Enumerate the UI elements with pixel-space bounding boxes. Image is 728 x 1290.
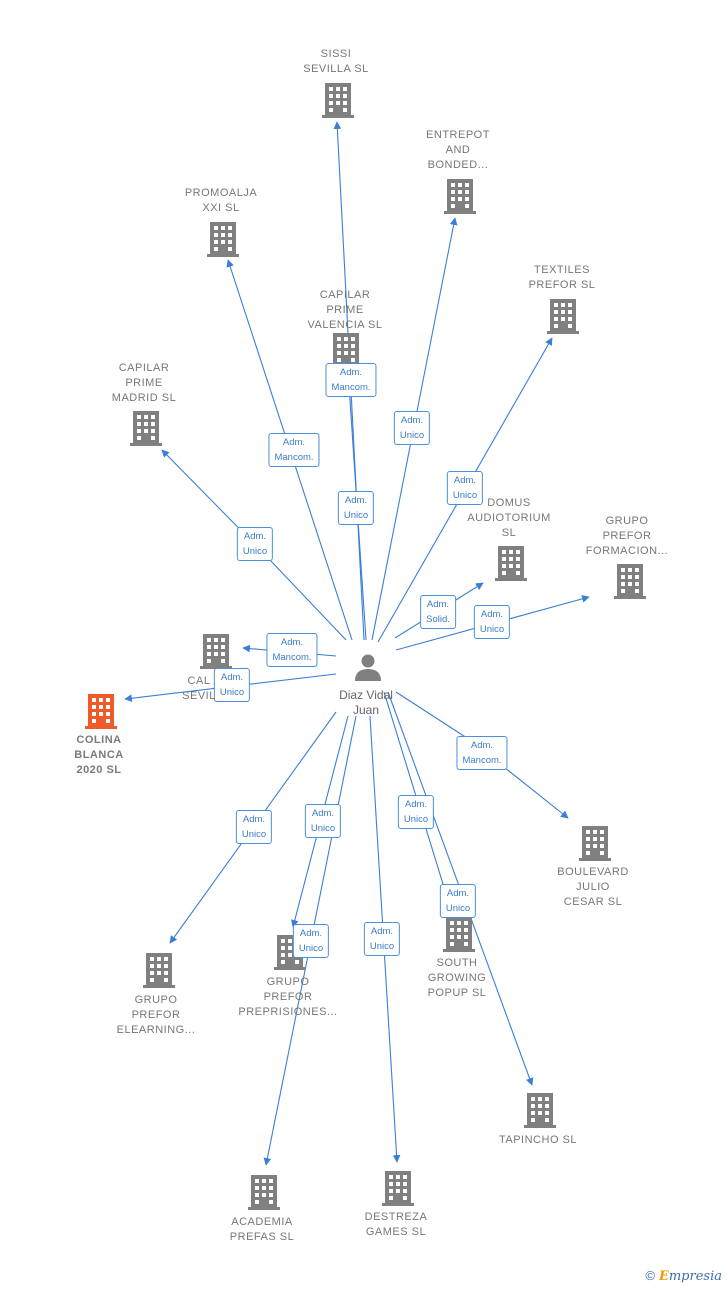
company-label-sissi[interactable]: SISSI SEVILLA SL	[303, 48, 369, 75]
building-icon[interactable]	[579, 826, 611, 861]
company-label-prefor-elearning[interactable]: GRUPO PREFOR ELEARNING...	[116, 994, 196, 1036]
edge-label-capilar-madrid[interactable]: Adm. Unico	[236, 527, 274, 561]
edge-label-prefor-preprisiones[interactable]: Adm. Unico	[304, 804, 342, 838]
company-label-academia[interactable]: ACADEMIA PREFAS SL	[229, 1216, 295, 1243]
building-icon[interactable]	[444, 179, 476, 214]
building-icon[interactable]	[382, 1171, 414, 1206]
company-label-textiles[interactable]: TEXTILES PREFOR SL	[528, 264, 596, 291]
company-label-entrepot[interactable]: ENTREPOT AND BONDED...	[426, 129, 490, 171]
building-icon[interactable]	[143, 953, 175, 988]
company-label-capilar-madrid[interactable]: CAPILAR PRIME MADRID SL	[111, 362, 177, 404]
person-label[interactable]: Diaz Vidal Juan	[339, 688, 393, 717]
copyright-symbol: ©	[645, 1268, 655, 1283]
person-icon[interactable]	[355, 654, 381, 682]
building-icon[interactable]	[130, 411, 162, 446]
edge-label-textiles[interactable]: Adm. Unico	[446, 471, 484, 505]
edge-label-domus[interactable]: Adm. Solid.	[420, 595, 456, 629]
building-icon[interactable]	[443, 917, 475, 952]
edge-label-sissi[interactable]: Adm. Unico	[337, 491, 375, 525]
edge-label-capilar-valencia[interactable]: Adm. Mancom.	[325, 363, 377, 397]
edge-label-entrepot[interactable]: Adm. Unico	[393, 411, 431, 445]
edge-label-destreza[interactable]: Adm. Unico	[363, 922, 401, 956]
company-label-domus[interactable]: DOMUS AUDIOTORIUM SL	[467, 497, 551, 539]
building-icon[interactable]	[614, 564, 646, 599]
edge-label-academia[interactable]: Adm. Unico	[292, 924, 330, 958]
company-label-capilar-valencia[interactable]: CAPILAR PRIME VALENCIA SL	[307, 289, 383, 331]
building-icon[interactable]	[248, 1175, 280, 1210]
company-label-colina[interactable]: COLINA BLANCA 2020 SL	[74, 734, 124, 776]
company-label-prefor-preprisiones[interactable]: GRUPO PREFOR PREPRISIONES...	[238, 976, 338, 1018]
company-label-destreza[interactable]: DESTREZA GAMES SL	[364, 1211, 428, 1238]
edge-label-prefor-formacion[interactable]: Adm. Unico	[473, 605, 511, 639]
edge-label-colina[interactable]: Adm. Unico	[213, 668, 251, 702]
footer-brand: ©Empresia	[645, 1268, 722, 1284]
building-icon[interactable]	[200, 634, 232, 669]
company-label-promoalja[interactable]: PROMOALJA XXI SL	[184, 187, 258, 214]
company-label-prefor-formacion[interactable]: GRUPO PREFOR FORMACION...	[585, 515, 669, 557]
edge-label-south[interactable]: Adm. Unico	[397, 795, 435, 829]
building-icon[interactable]	[85, 694, 117, 729]
building-icon[interactable]	[495, 546, 527, 581]
edge-label-prefor-elearning[interactable]: Adm. Unico	[235, 810, 273, 844]
building-icon[interactable]	[207, 222, 239, 257]
edge-label-capilar-sevilla[interactable]: Adm. Mancom.	[266, 633, 318, 667]
edge-label-tapincho[interactable]: Adm. Unico	[439, 884, 477, 918]
building-icon[interactable]	[547, 299, 579, 334]
brand-logo: Empresia	[658, 1269, 722, 1284]
company-label-capilar-sevilla[interactable]: CAL SEVIL	[182, 675, 216, 702]
edge-label-promoalja[interactable]: Adm. Mancom.	[268, 433, 320, 467]
edge-label-boulevard[interactable]: Adm. Mancom.	[456, 736, 508, 770]
company-label-south[interactable]: SOUTH GROWING POPUP SL	[427, 957, 487, 999]
building-icon[interactable]	[322, 83, 354, 118]
company-label-tapincho[interactable]: TAPINCHO SL	[498, 1134, 578, 1146]
company-label-boulevard[interactable]: BOULEVARD JULIO CESAR SL	[557, 866, 629, 908]
building-icon[interactable]	[524, 1093, 556, 1128]
